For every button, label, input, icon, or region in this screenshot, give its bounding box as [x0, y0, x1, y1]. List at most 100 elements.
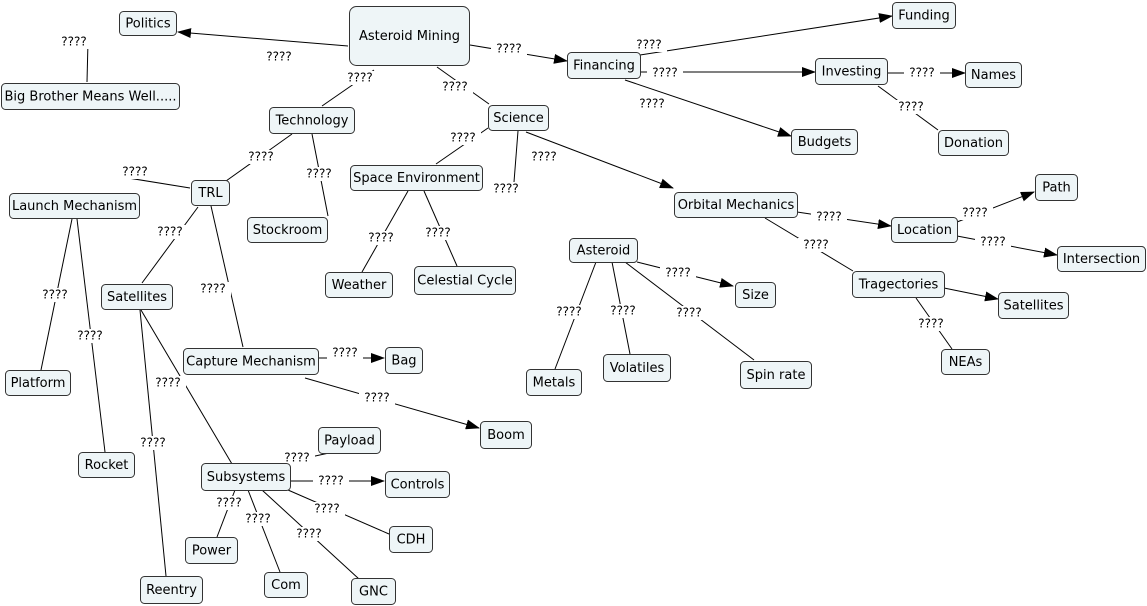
- concept-label: Politics: [125, 17, 170, 32]
- concept-box: [389, 526, 433, 553]
- concept-metals[interactable]: Metals: [526, 369, 582, 396]
- concept-box: [603, 354, 671, 382]
- concept-label: Volatiles: [610, 361, 665, 376]
- concept-neas[interactable]: NEAs: [941, 349, 990, 375]
- link-asteroid-to-spin_rate: ????: [624, 261, 755, 361]
- concept-label: Weather: [332, 278, 387, 293]
- concept-path[interactable]: Path: [1035, 174, 1078, 201]
- concept-label: Spin rate: [747, 368, 806, 383]
- link-line: [177, 28, 349, 47]
- concept-box: [264, 572, 308, 598]
- concept-cdh[interactable]: CDH: [389, 526, 433, 553]
- concept-bag[interactable]: Bag: [385, 347, 423, 374]
- concept-controls[interactable]: Controls: [385, 471, 450, 498]
- concept-com[interactable]: Com: [264, 572, 308, 598]
- concept-big-brother[interactable]: Big Brother Means Well.....: [1, 83, 180, 110]
- concept-label: Asteroid Mining: [359, 29, 460, 44]
- concept-box: [735, 282, 776, 308]
- concept-volatiles[interactable]: Volatiles: [603, 354, 671, 382]
- link-asteroid-to-metals: ????: [551, 261, 597, 370]
- concept-science[interactable]: Science: [488, 105, 549, 131]
- concept-box: [325, 272, 393, 298]
- concept-stockroom[interactable]: Stockroom: [247, 217, 328, 243]
- concept-box: [350, 165, 483, 191]
- link-label: ????: [610, 304, 635, 318]
- concept-orbital-mechanics[interactable]: Orbital Mechanics: [674, 192, 798, 218]
- concept-capture-mechanism[interactable]: Capture Mechanism: [183, 348, 319, 375]
- concept-box: [938, 130, 1009, 156]
- concept-box: [569, 238, 638, 263]
- concept-size[interactable]: Size: [735, 282, 776, 308]
- concept-box: [349, 6, 470, 66]
- concept-platform[interactable]: Platform: [5, 370, 71, 396]
- concept-box: [385, 347, 423, 374]
- link-label-background: [195, 282, 231, 296]
- link-label-background: [445, 131, 481, 145]
- concept-box: [791, 129, 858, 155]
- link-line: [247, 489, 281, 573]
- link-line: [513, 130, 519, 183]
- concept-celestial-cycle[interactable]: Celestial Cycle: [414, 266, 516, 295]
- concept-gnc[interactable]: GNC: [351, 578, 396, 605]
- link-label: ????: [676, 306, 701, 320]
- link-label-background: [605, 304, 641, 318]
- link-trl-to-launch_mechanism: ????: [117, 165, 191, 189]
- concept-tragectories[interactable]: Tragectories: [852, 271, 945, 298]
- links-layer: ????????????????????????????????????????…: [37, 13, 1058, 580]
- concept-intersection[interactable]: Intersection: [1057, 246, 1146, 272]
- concept-label: Stockroom: [253, 223, 323, 238]
- link-label: ????: [980, 235, 1005, 249]
- concept-funding[interactable]: Funding: [892, 2, 956, 29]
- concept-rocket[interactable]: Rocket: [78, 452, 135, 478]
- concept-weather[interactable]: Weather: [325, 272, 393, 298]
- concept-label: Location: [897, 223, 952, 238]
- concept-satellites-orbit[interactable]: Satellites: [998, 292, 1069, 319]
- link-label-background: [957, 206, 993, 220]
- link-label: ????: [140, 436, 165, 450]
- concept-space-environment[interactable]: Space Environment: [350, 165, 483, 191]
- concept-box: [1057, 246, 1146, 272]
- concept-subsystems[interactable]: Subsystems: [201, 463, 291, 491]
- concept-trl[interactable]: TRL: [191, 180, 230, 206]
- link-subsystems-to-controls: ????: [290, 474, 385, 488]
- concept-payload[interactable]: Payload: [318, 427, 381, 454]
- link-label: ????: [245, 512, 270, 526]
- concept-spin-rate[interactable]: Spin rate: [740, 361, 812, 389]
- concept-asteroid-mining[interactable]: Asteroid Mining: [349, 6, 470, 66]
- link-line: [140, 309, 233, 465]
- link-label: ????: [61, 35, 86, 49]
- concept-launch-mechanism[interactable]: Launch Mechanism: [9, 193, 140, 219]
- concept-asteroid[interactable]: Asteroid: [569, 238, 638, 263]
- link-label-background: [913, 317, 949, 331]
- link-label-background: [634, 97, 670, 111]
- concept-investing[interactable]: Investing: [815, 58, 888, 85]
- concept-power[interactable]: Power: [185, 537, 238, 564]
- link-label-background: [37, 288, 73, 302]
- link-space_environment-to-celestial_cycle: ????: [420, 190, 458, 267]
- concept-financing[interactable]: Financing: [567, 52, 641, 79]
- link-line: [639, 13, 893, 56]
- link-label-background: [301, 167, 337, 181]
- concept-budgets[interactable]: Budgets: [791, 129, 858, 155]
- link-label-background: [660, 266, 696, 280]
- concept-politics[interactable]: Politics: [119, 11, 177, 36]
- link-satellites-to-reentry: ????: [135, 309, 171, 577]
- concept-box: [385, 471, 450, 498]
- concept-box: [5, 370, 71, 396]
- link-label: ????: [216, 496, 241, 510]
- link-science-to-space_environment: ????: [435, 127, 489, 165]
- link-label: ????: [318, 474, 343, 488]
- concept-boom[interactable]: Boom: [480, 421, 532, 449]
- link-label-background: [240, 512, 276, 526]
- concept-reentry[interactable]: Reentry: [140, 576, 203, 604]
- link-trl-to-satellites: ????: [141, 206, 199, 284]
- concept-location[interactable]: Location: [891, 217, 958, 243]
- link-label-background: [313, 474, 349, 488]
- concept-names[interactable]: Names: [965, 62, 1022, 88]
- concept-donation[interactable]: Donation: [938, 130, 1009, 156]
- concept-satellites[interactable]: Satellites: [101, 284, 173, 310]
- concept-box: [318, 427, 381, 454]
- link-label-background: [631, 38, 667, 52]
- link-label: ????: [639, 97, 664, 111]
- concept-technology[interactable]: Technology: [269, 107, 355, 134]
